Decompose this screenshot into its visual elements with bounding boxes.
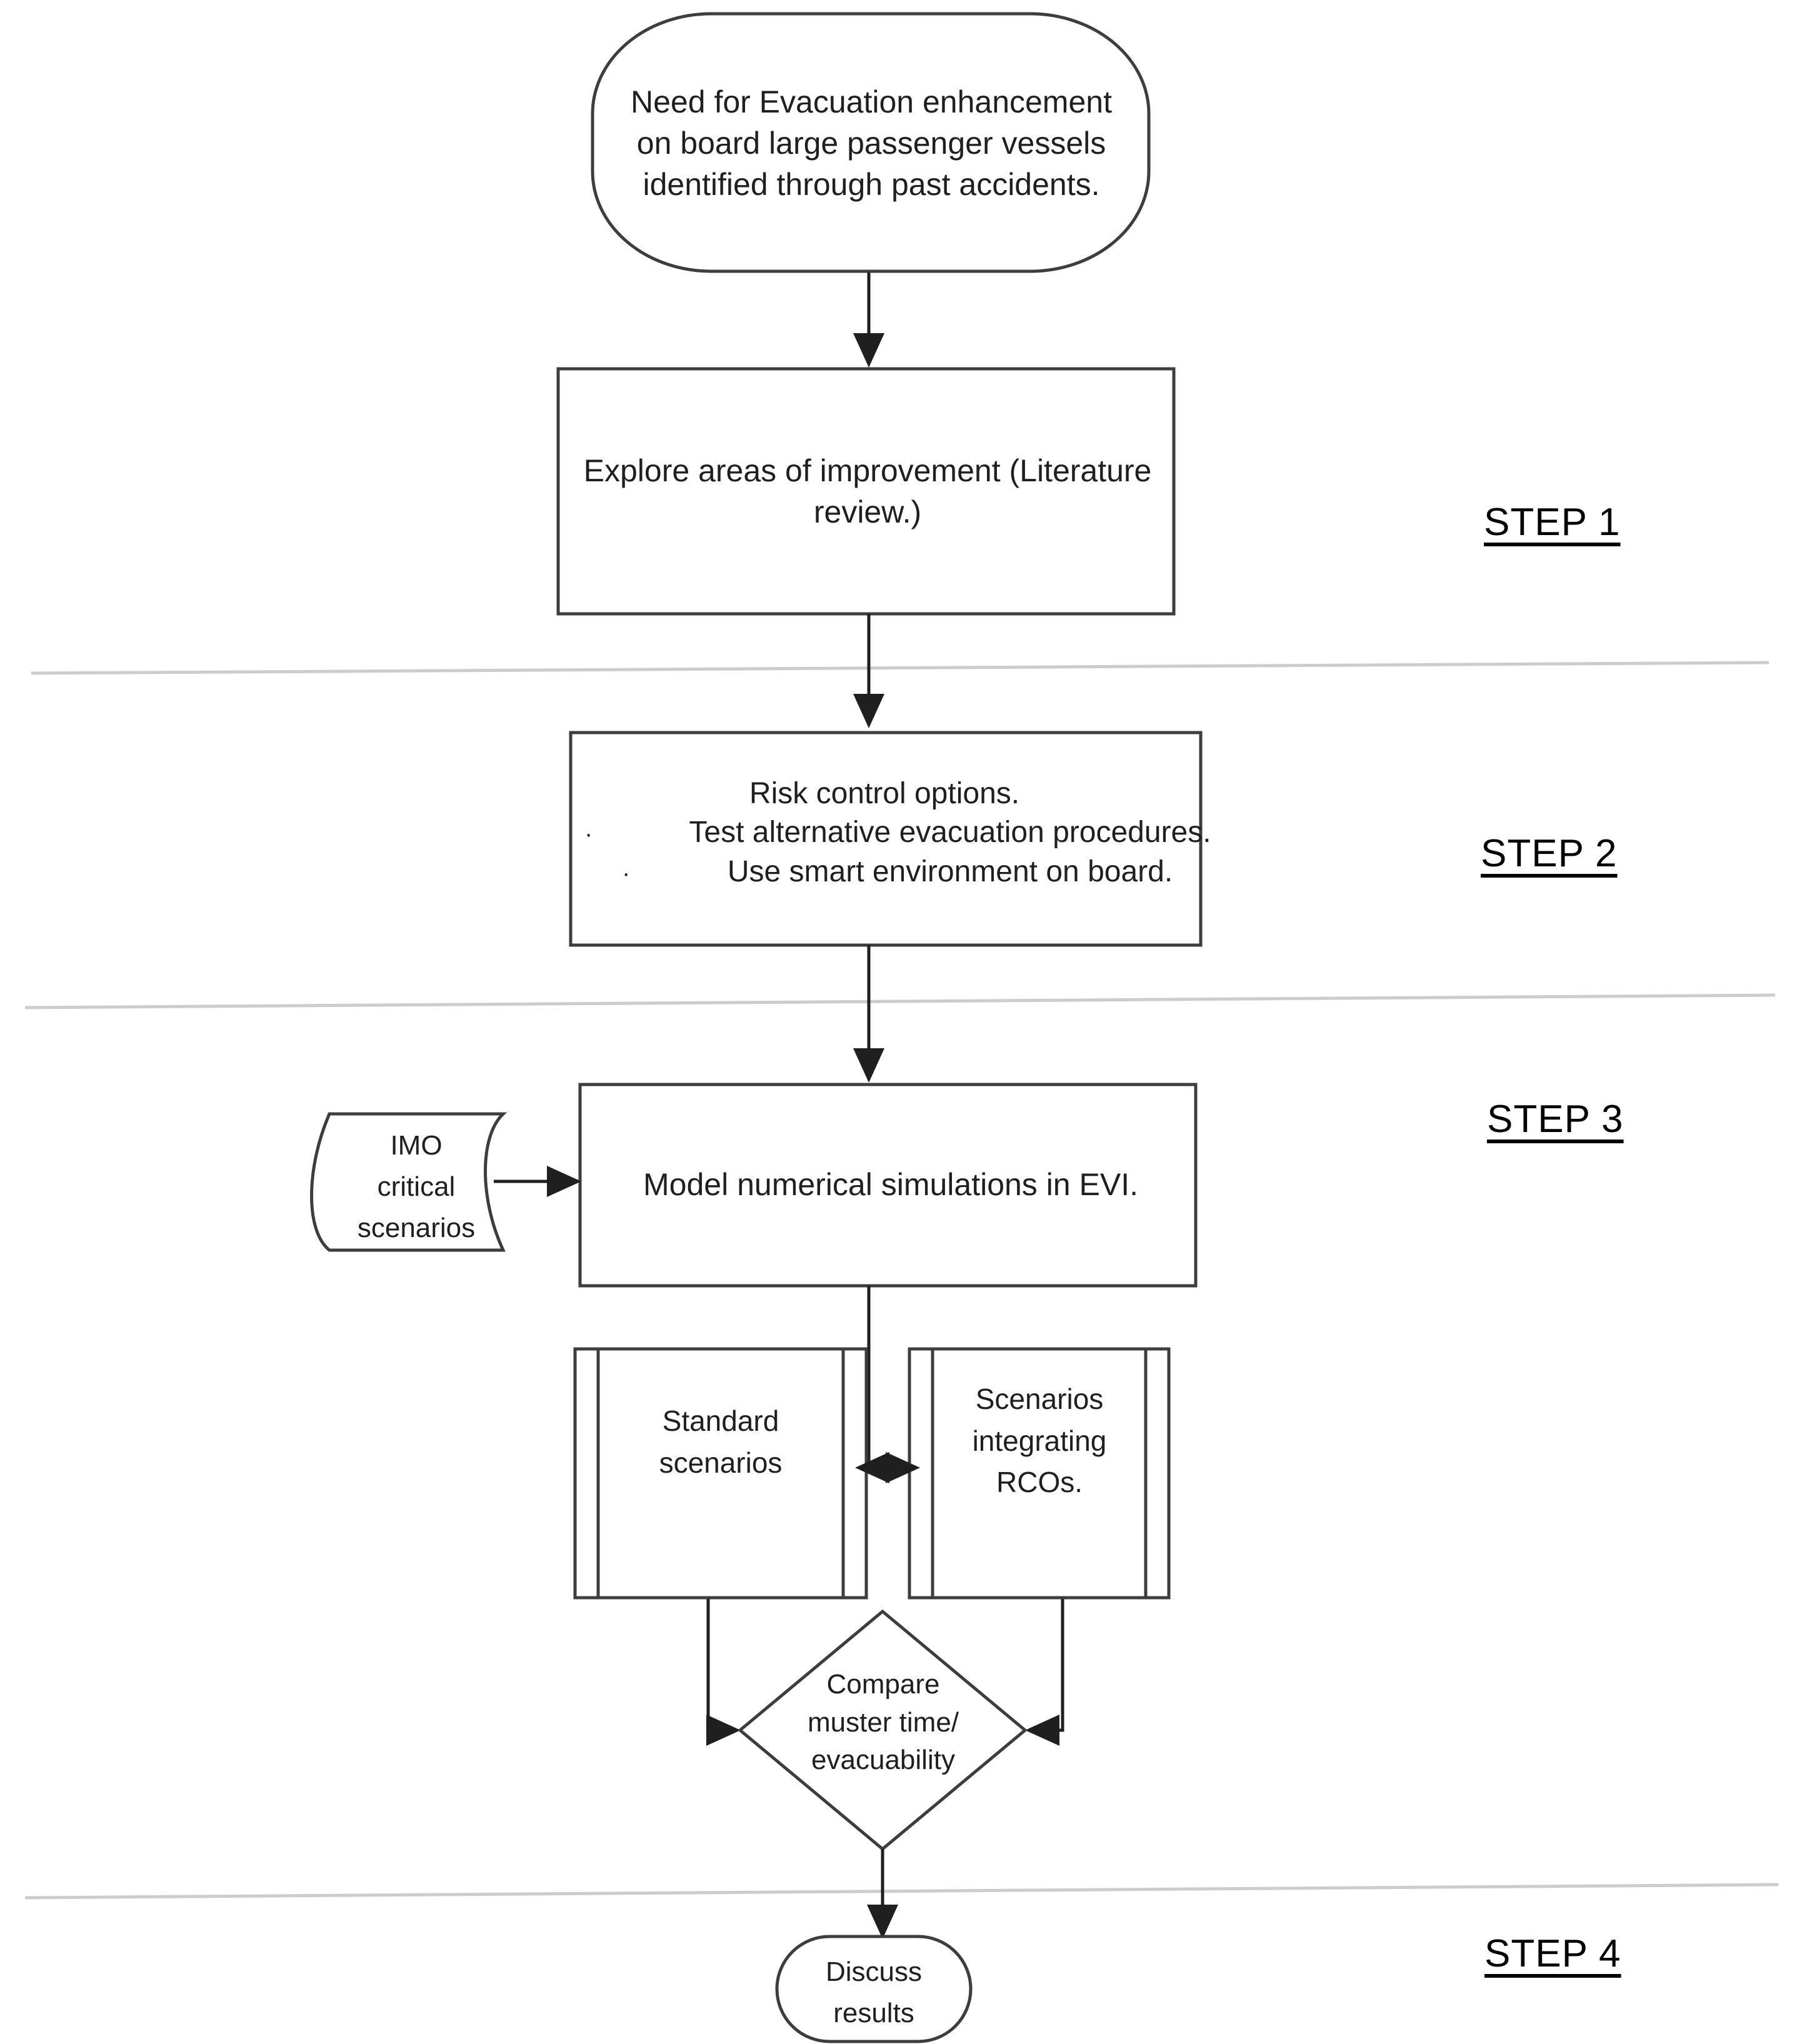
- model-simulations-shape: [578, 1083, 1198, 1288]
- step-divider-1: [31, 661, 1769, 675]
- start-terminator-shape: [591, 12, 1151, 273]
- discuss-terminator-shape: [775, 1935, 973, 2043]
- connector-rco-to-compare: [1025, 1599, 1064, 1746]
- risk-control-bullet-dot-1: ·: [584, 820, 593, 848]
- step-label-4: STEP 4: [1484, 1932, 1621, 1975]
- rco-scenarios-shape: [908, 1347, 1171, 1600]
- step-label-3: STEP 3: [1487, 1098, 1624, 1141]
- risk-control-shape: [569, 731, 1203, 947]
- standard-scenarios-shape: [573, 1347, 868, 1600]
- step-label-1: STEP 1: [1484, 501, 1621, 544]
- imo-document-shape: [310, 1112, 508, 1252]
- literature-review-shape: [556, 367, 1176, 616]
- step-label-2: STEP 2: [1481, 832, 1618, 875]
- connector-standard-to-compare: [706, 1599, 741, 1746]
- risk-control-bullet-dot-2: ·: [622, 859, 631, 887]
- step-divider-3: [24, 1883, 1779, 1900]
- compare-decision-shape: [738, 1609, 1028, 1851]
- step-divider-2: [24, 993, 1776, 1009]
